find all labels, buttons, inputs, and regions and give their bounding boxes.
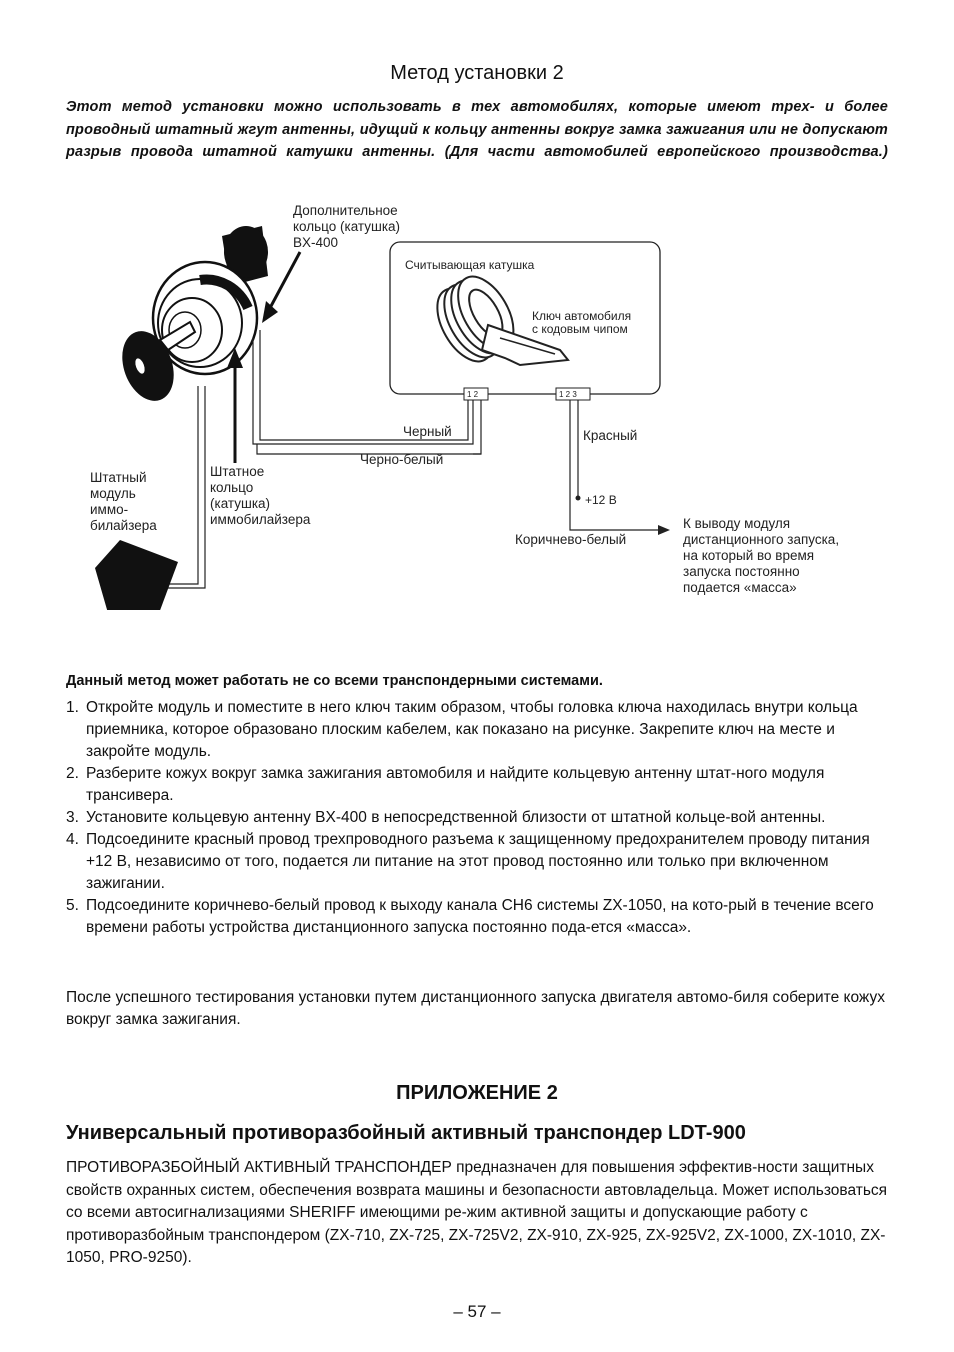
label-module-3: иммо- [90, 502, 128, 517]
list-item: 1.Откройте модуль и поместите в него клю… [66, 699, 858, 760]
reader-module-box [389, 241, 661, 395]
label-output-5: подается «масса» [683, 580, 797, 595]
list-item: 4.Подсоедините красный провод трехпровод… [66, 831, 870, 892]
label-extra-ring-3: BX-400 [293, 235, 338, 250]
label-output-2: дистанционного запуска, [683, 532, 839, 547]
label-ring-1: Штатное [210, 464, 264, 479]
label-car-key-1: Ключ автомобиля [532, 309, 631, 323]
label-pins-left: 1 2 [467, 390, 479, 399]
label-plus12: +12 В [585, 493, 617, 507]
label-output-3: на который во время [683, 548, 814, 563]
connector-left [463, 387, 489, 401]
extra-ring-arrow [268, 251, 302, 309]
wire-black [252, 338, 474, 445]
section-title: Метод установки 2 [390, 62, 564, 84]
after-paragraph: После успешного тестирования установки п… [66, 989, 885, 1028]
warning-note: Данный метод может работать не со всеми … [66, 673, 603, 689]
instruction-steps: 1.Откройте модуль и поместите в него клю… [66, 697, 888, 939]
label-output-1: К выводу модуля [683, 516, 790, 531]
list-item: 2.Разберите кожух вокруг замка зажигания… [66, 765, 825, 804]
label-car-key-2: с кодовым чипом [532, 322, 628, 336]
label-extra-ring-1: Дополнительное [293, 203, 398, 218]
label-pins-right: 1 2 3 [559, 390, 577, 399]
intro-text: Этот метод установки можно использовать … [66, 99, 888, 160]
wiring-diagram: Дополнительное кольцо (катушка) BX-400 С… [90, 203, 839, 610]
wire-module-2 [154, 386, 206, 589]
label-ring-3: (катушка) [210, 496, 270, 511]
label-ring-4: иммобилайзера [210, 512, 311, 527]
label-red: Красный [583, 428, 637, 443]
ignition-key [122, 320, 197, 401]
label-black: Черный [403, 424, 452, 439]
immobilizer-module [95, 540, 178, 610]
ignition-lock [151, 226, 268, 376]
appendix-subtitle: Универсальный противоразбойный активный … [66, 1122, 746, 1144]
label-black-white: Черно-белый [360, 452, 443, 467]
list-item: 3.Установите кольцевую антенну BX-400 в … [66, 809, 826, 826]
page-number: – 57 – [453, 1302, 501, 1321]
label-output-4: запуска постоянно [683, 564, 800, 579]
appendix-title: ПРИЛОЖЕНИЕ 2 [396, 1082, 558, 1104]
appendix-text: ПРОТИВОРАЗБОЙНЫЙ АКТИВНЫЙ ТРАНСПОНДЕР пр… [66, 1159, 888, 1266]
intro-paragraph: Этот метод установки можно использовать … [66, 96, 888, 164]
label-brown-white: Коричнево-белый [515, 532, 626, 547]
label-extra-ring-2: кольцо (катушка) [293, 219, 400, 234]
list-item: 5.Подсоедините коричнево-белый провод к … [66, 897, 874, 936]
wire-brown-white [569, 400, 660, 531]
connector-right [555, 387, 591, 401]
label-module-4: билайзера [90, 518, 157, 533]
label-reader-coil: Считывающая катушка [405, 258, 535, 272]
label-ring-2: кольцо [210, 480, 253, 495]
label-module-1: Штатный [90, 470, 147, 485]
wire-black-white [259, 330, 469, 441]
label-module-2: модуль [90, 486, 136, 501]
